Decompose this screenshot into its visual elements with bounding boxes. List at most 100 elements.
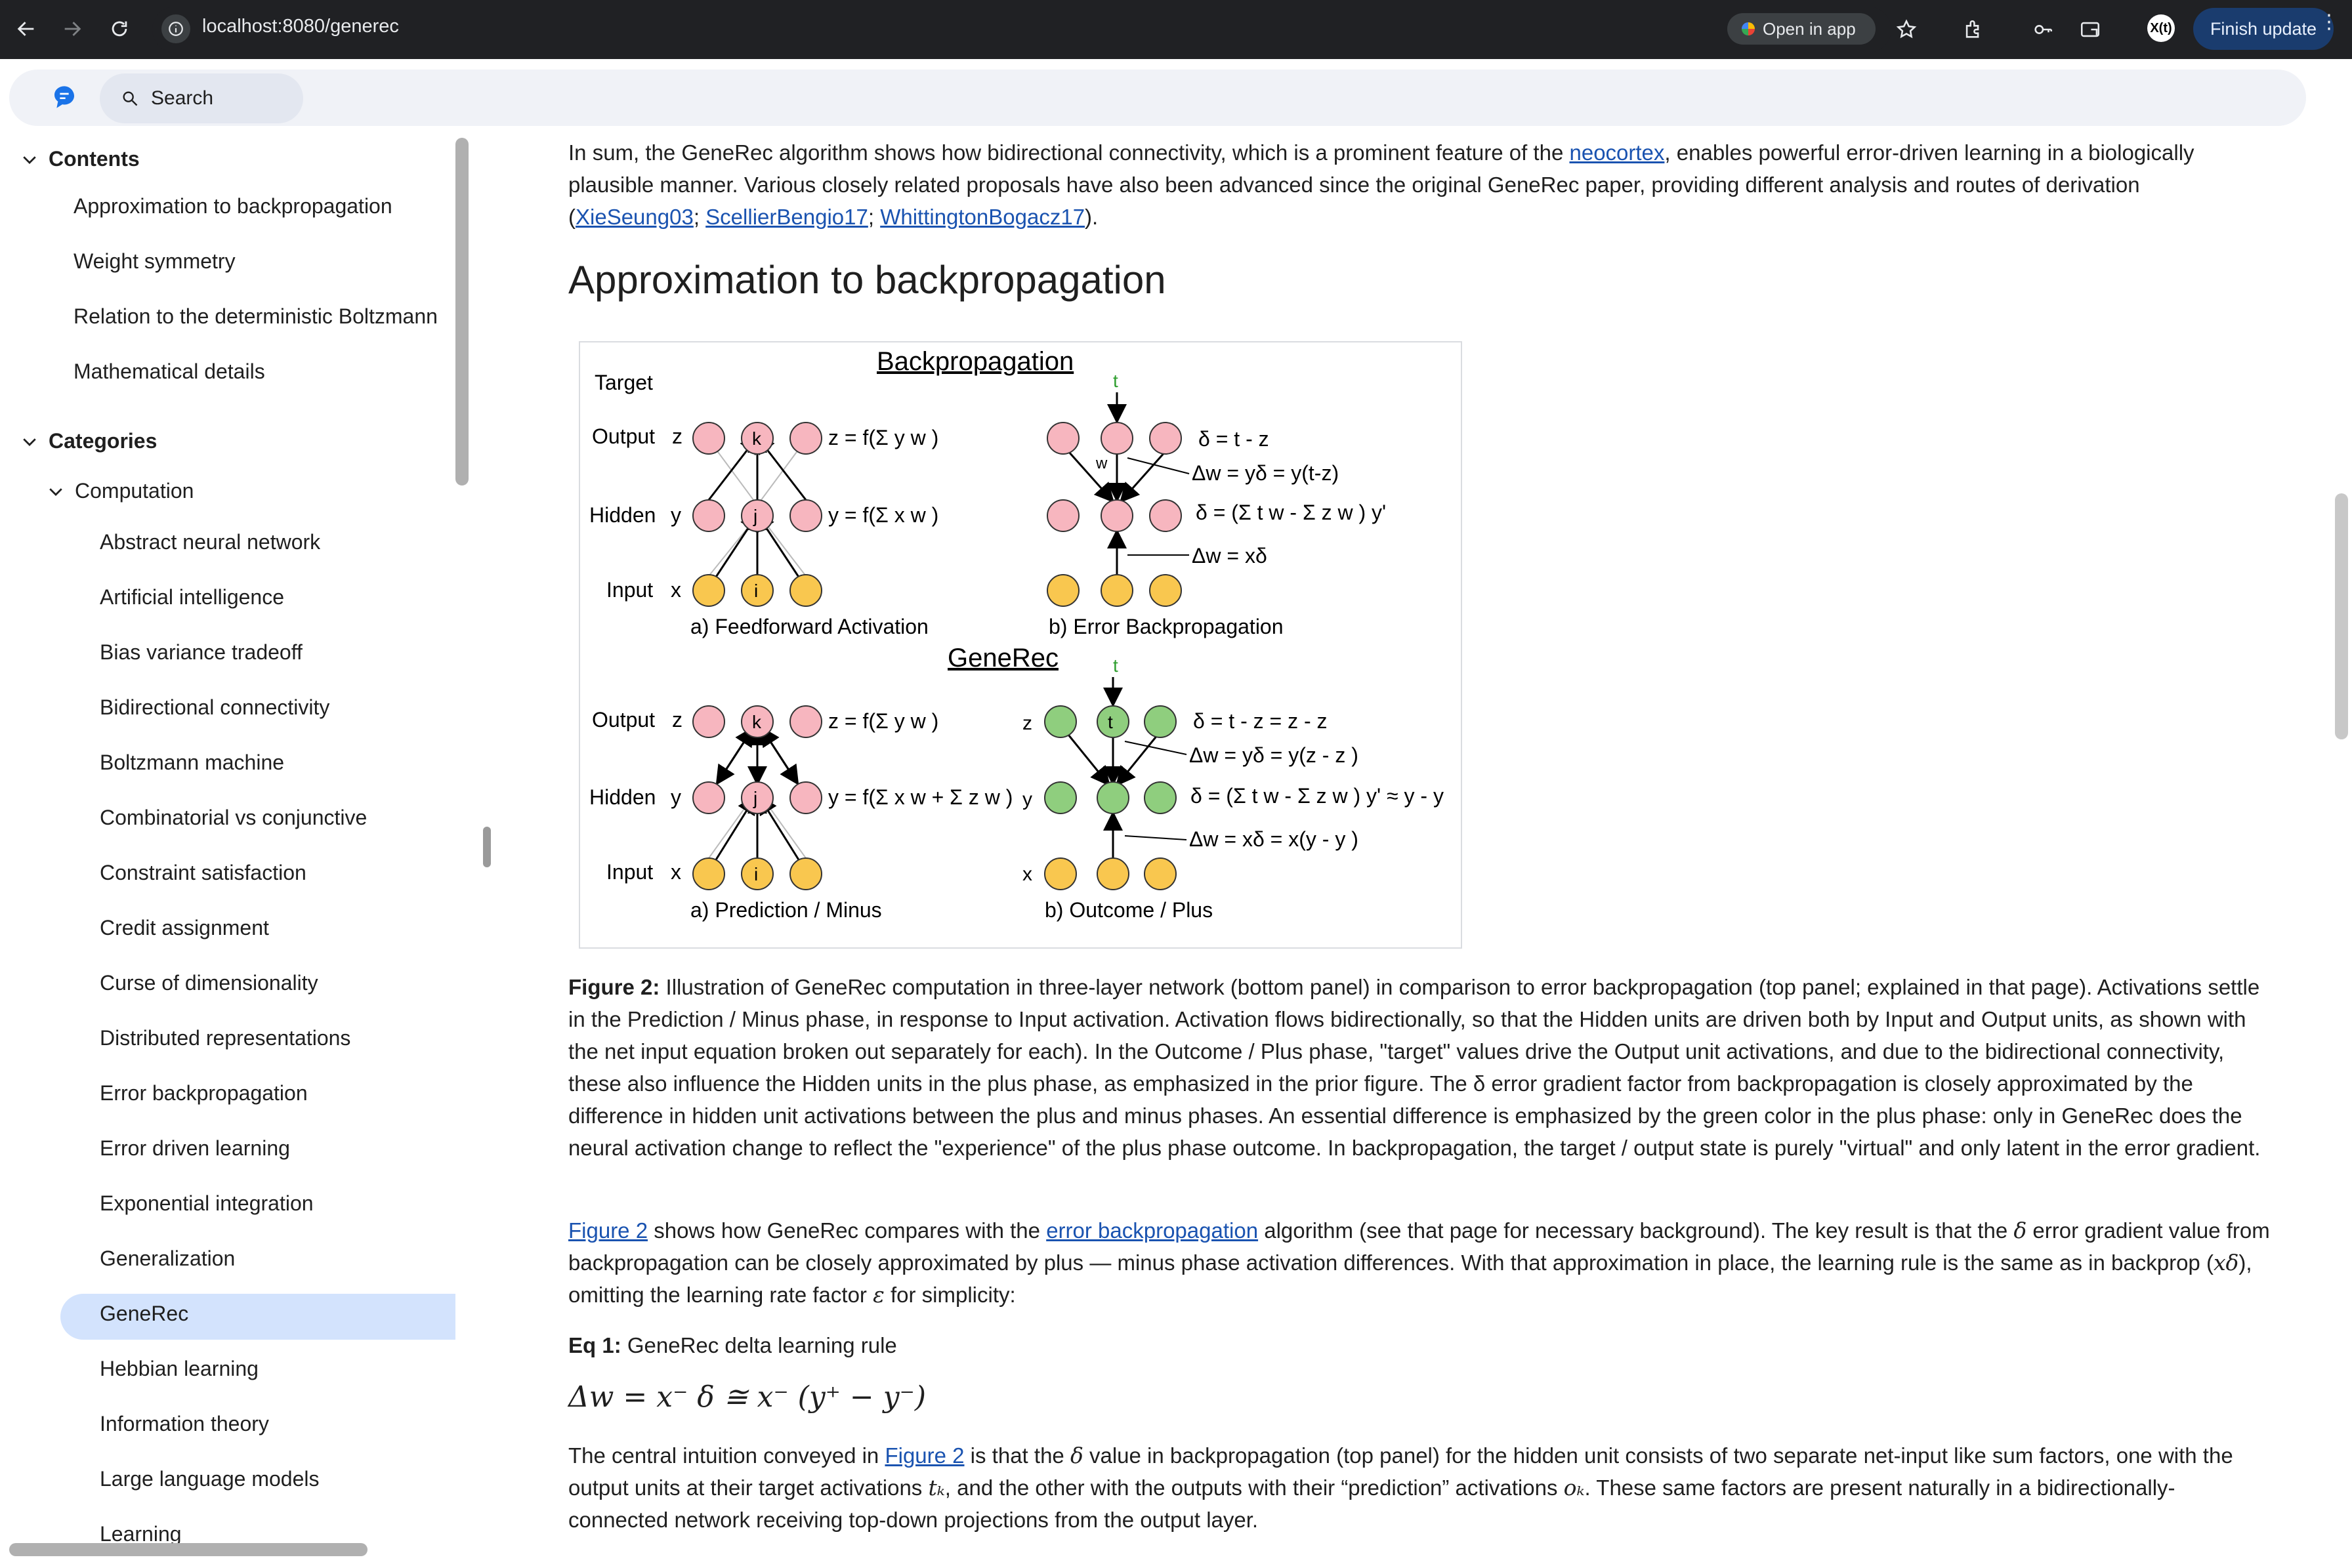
category-item[interactable]: Combinatorial vs conjunctive — [100, 806, 368, 829]
reload-icon[interactable] — [104, 13, 135, 45]
extensions-icon[interactable] — [1958, 14, 1988, 45]
intro-paragraph: In sum, the GeneRec algorithm shows how … — [568, 136, 2275, 233]
figure-2-link[interactable]: Figure 2 — [568, 1218, 648, 1243]
category-item[interactable]: Constraint satisfaction — [100, 861, 306, 884]
toc-item[interactable]: Approximation to backpropagation — [74, 194, 392, 218]
address-bar[interactable] — [152, 7, 1891, 52]
dw-hidden-2: Δw = xδ = x(y - y ) — [1189, 827, 1358, 851]
category-item[interactable]: Generalization — [100, 1247, 236, 1270]
text: is that the — [964, 1443, 1070, 1468]
text: error gradient value from backpropagatio… — [568, 1218, 2270, 1275]
caption-label: Figure 2: — [568, 975, 660, 999]
eq-y-bidir: y = f(Σ x w + Σ z w ) — [828, 785, 1013, 809]
category-item[interactable]: Error driven learning — [100, 1136, 290, 1160]
unit-k-2: k — [752, 712, 762, 732]
delta-hidden-2: δ = (Σ t w - Σ z w ) y' ≈ y - y — [1190, 784, 1444, 808]
output-label-2: Output — [592, 708, 655, 732]
category-item[interactable]: Hebbian learning — [100, 1357, 259, 1380]
cast-tab-icon[interactable] — [2075, 14, 2105, 45]
category-item[interactable]: Information theory — [100, 1412, 269, 1435]
app-logo-icon[interactable] — [51, 84, 77, 110]
back-icon[interactable] — [10, 13, 42, 45]
category-item[interactable]: Boltzmann machine — [100, 751, 285, 774]
target-label: Target — [595, 371, 653, 394]
categories-heading[interactable]: Categories — [20, 429, 157, 453]
figure-title-generec: GeneRec — [948, 644, 1059, 672]
eq-z: z = f(Σ y w ) — [828, 426, 938, 449]
menu-kebab-icon[interactable]: ⋮ — [2319, 12, 2339, 42]
category-item[interactable]: Bias variance tradeoff — [100, 640, 303, 664]
var-z: z — [672, 424, 682, 448]
computation-heading[interactable]: Computation — [46, 479, 194, 503]
var-x: x — [671, 578, 681, 602]
finish-update-button[interactable]: Finish update — [2193, 8, 2334, 50]
site-info-icon[interactable] — [161, 14, 190, 43]
xieseung03-link[interactable]: XieSeung03 — [576, 205, 694, 229]
text: algorithm (see that page for necessary b… — [1258, 1218, 2014, 1243]
category-item[interactable]: Error backpropagation — [100, 1081, 308, 1105]
eq-number: Eq 1: — [568, 1333, 621, 1357]
category-item[interactable]: Large language models — [100, 1467, 320, 1491]
chevron-down-icon — [49, 487, 62, 496]
category-item[interactable]: Learning — [100, 1522, 182, 1546]
browser-toolbar: localhost:8080/generec Open in app X(t) … — [0, 0, 2352, 59]
toc-item[interactable]: Relation to the deterministic Boltzmann — [74, 304, 438, 328]
figure-caption: Figure 2: Illustration of GeneRec comput… — [568, 971, 2275, 1164]
url-text[interactable]: localhost:8080/generec — [202, 16, 399, 37]
figure-title-backprop: Backpropagation — [877, 347, 1074, 376]
category-item[interactable]: Credit assignment — [100, 916, 269, 939]
dw-hidden: Δw = xδ — [1192, 544, 1267, 567]
math-ok: oₖ — [1563, 1475, 1585, 1500]
var-y: y — [671, 503, 681, 527]
eq-title: GeneRec delta learning rule — [621, 1333, 897, 1357]
whittingtonbogacz17-link[interactable]: WhittingtonBogacz17 — [880, 205, 1085, 229]
toc-item[interactable]: Weight symmetry — [74, 249, 236, 273]
search-icon — [123, 91, 138, 106]
caption-a-feedforward: a) Feedforward Activation — [690, 615, 929, 638]
math-xdelta: xδ — [2213, 1250, 2239, 1275]
sidebar-active-highlight — [60, 1294, 455, 1340]
scellierbengio17-link[interactable]: ScellierBengio17 — [705, 205, 868, 229]
unit-k: k — [752, 428, 762, 449]
neocortex-link[interactable]: neocortex — [1569, 140, 1665, 165]
target-t-2: t — [1113, 655, 1118, 676]
sidebar-resize-handle[interactable] — [483, 827, 491, 867]
password-key-icon[interactable] — [2028, 14, 2058, 45]
category-item[interactable]: Abstract neural network — [100, 530, 321, 554]
toc-item[interactable]: Mathematical details — [74, 360, 265, 383]
category-item[interactable]: Exponential integration — [100, 1191, 314, 1215]
figure-2-link[interactable]: Figure 2 — [885, 1443, 965, 1468]
math-delta: δ — [2013, 1218, 2027, 1243]
text: In sum, the GeneRec algorithm shows how … — [568, 140, 1570, 165]
text: . These same factors are present natural… — [568, 1475, 2175, 1532]
unit-j: j — [753, 506, 757, 526]
category-item[interactable]: Artificial intelligence — [100, 585, 285, 609]
search-box[interactable]: Search — [100, 73, 303, 123]
caption-b-outcome: b) Outcome / Plus — [1045, 898, 1213, 922]
text: , enables powerful error-driven learning… — [568, 140, 2194, 229]
bookmark-star-icon[interactable] — [1891, 14, 1922, 45]
caption-text: Illustration of GeneRec computation in t… — [568, 975, 2261, 1160]
app-icon — [1742, 22, 1755, 35]
profile-avatar[interactable]: X(t) — [2147, 14, 2175, 42]
hidden-label: Hidden — [589, 503, 656, 527]
var-z-plus: z — [1022, 712, 1032, 734]
generec-diagram: Backpropagation Target Output z Hidden y… — [589, 347, 1444, 922]
open-in-app-button[interactable]: Open in app — [1727, 13, 1876, 45]
category-item[interactable]: Curse of dimensionality — [100, 971, 318, 995]
page-scrollbar[interactable] — [2335, 493, 2348, 739]
chevron-down-icon — [23, 155, 36, 164]
text: ), omitting the learning rate factor — [568, 1250, 2252, 1307]
forward-icon[interactable] — [56, 13, 88, 45]
sidebar-scrollbar[interactable] — [455, 138, 469, 485]
category-item[interactable]: Bidirectional connectivity — [100, 695, 330, 719]
var-z-minus: z — [672, 708, 682, 732]
contents-heading[interactable]: Contents — [20, 147, 140, 171]
category-item[interactable]: Distributed representations — [100, 1026, 351, 1050]
error-backpropagation-link[interactable]: error backpropagation — [1046, 1218, 1259, 1243]
var-x-minus: x — [671, 860, 681, 884]
eq-y: y = f(Σ x w ) — [828, 503, 938, 527]
sidebar-horizontal-scrollbar[interactable] — [9, 1543, 368, 1556]
category-item-active[interactable]: GeneRec — [100, 1302, 189, 1325]
unit-i-2: i — [754, 864, 758, 884]
